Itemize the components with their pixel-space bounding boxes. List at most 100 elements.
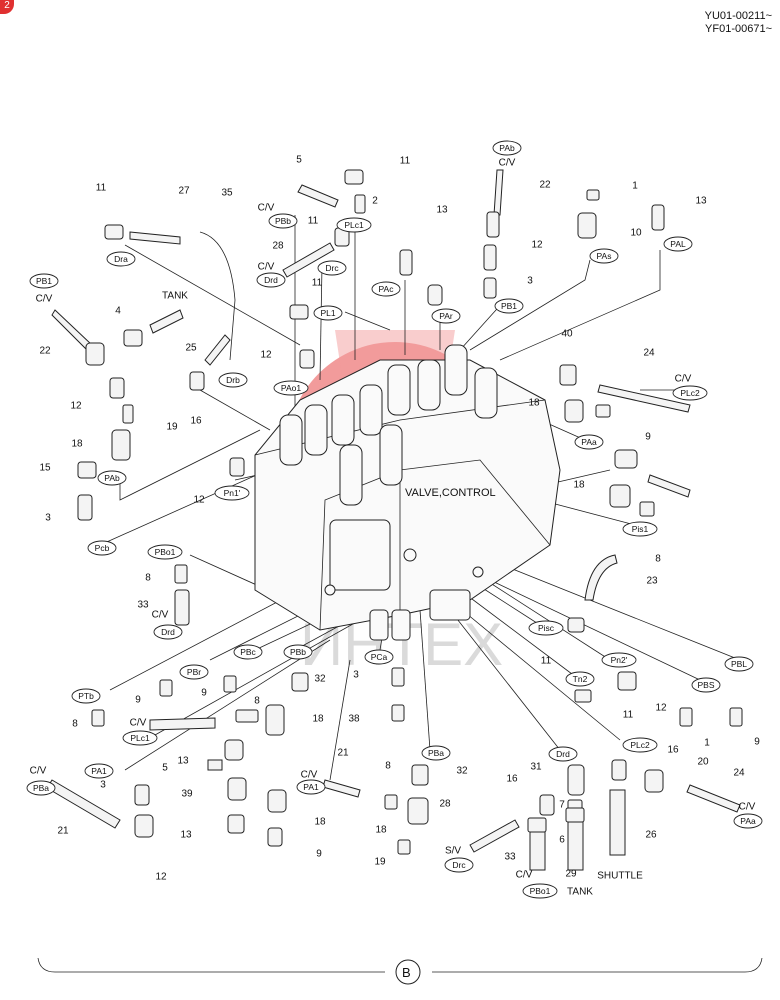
part-number-label: 3	[100, 780, 106, 791]
port-tag-outline	[97, 470, 127, 486]
port-tag-outline	[147, 544, 183, 560]
part-number-label: 32	[456, 766, 468, 777]
part-number-label: 24	[733, 768, 745, 779]
port-tag-outline	[26, 780, 56, 796]
part-number-label: 40	[561, 329, 573, 340]
part-number-label: 11	[541, 656, 552, 667]
part-number-label: 8	[145, 573, 151, 584]
part-number-label: 18	[312, 714, 324, 725]
part-number-label: 9	[316, 849, 322, 860]
part-number-label: 24	[643, 348, 655, 359]
port-tag-label: PLc2	[630, 740, 650, 750]
port-tag-outline	[87, 540, 117, 556]
part-number-label: 18	[375, 825, 387, 836]
part-number-label: 11	[400, 156, 411, 167]
port-tag-label: PBa	[428, 748, 444, 758]
port-tag-outline	[29, 273, 59, 289]
part-number-label: 13	[695, 196, 707, 207]
port-tag-label: PAo1	[281, 383, 301, 393]
part-number-label: 31	[530, 762, 542, 773]
port-tag-outline	[371, 281, 401, 297]
port-tag-outline	[421, 745, 451, 761]
valve-control-label: VALVE,CONTROL	[405, 487, 496, 499]
part-number-label: 20	[697, 757, 709, 768]
header-code-2: YF01-00671~	[705, 23, 772, 35]
port-tag-label: Drc	[452, 860, 466, 870]
page-marker-text: 2	[4, 0, 10, 11]
hoses-and-fittings	[46, 169, 741, 871]
port-tag-outline	[218, 372, 248, 388]
part-number-label: 13	[436, 205, 448, 216]
part-number-label: 3	[353, 670, 359, 681]
part-number-label: 5	[162, 763, 168, 774]
port-tag-outline	[273, 380, 309, 396]
part-number-label: C/V	[36, 294, 53, 305]
part-number-label: 10	[630, 228, 642, 239]
part-number-label: 9	[754, 737, 760, 748]
port-tag-label: PBb	[275, 216, 291, 226]
part-number-label: 11	[312, 278, 323, 289]
port-tag-outline	[214, 485, 250, 501]
part-number-label: C/V	[258, 203, 275, 214]
part-number-label: 19	[374, 857, 386, 868]
part-number-label: 18	[71, 439, 83, 450]
port-tag-outline	[492, 140, 522, 156]
part-number-label: 28	[272, 241, 284, 252]
part-number-label: C/V	[301, 770, 318, 781]
part-number-label: 11	[308, 216, 319, 227]
port-tag-outline	[622, 521, 658, 537]
part-number-label: 16	[667, 745, 679, 756]
port-tag-label: Pn1'	[224, 488, 241, 498]
port-tag-label: Pis1	[632, 524, 649, 534]
part-number-label: 27	[178, 186, 190, 197]
port-tag-label: PBr	[187, 667, 201, 677]
port-tag-label: PAL	[670, 239, 686, 249]
port-tag-outline	[153, 624, 183, 640]
port-tag-label: Drd	[556, 749, 570, 759]
port-tag-outline	[256, 272, 286, 288]
port-tag-label: Pn2'	[611, 655, 628, 665]
port-tag-outline	[691, 677, 721, 693]
port-tag-label: PAb	[499, 143, 515, 153]
part-number-label: 13	[180, 830, 192, 841]
port-tag-outline	[179, 664, 209, 680]
part-number-label: 8	[385, 761, 391, 772]
part-number-label: 15	[39, 463, 51, 474]
port-tag-label: PAr	[439, 311, 453, 321]
port-tag-outline	[283, 644, 313, 660]
port-tag-label: Drd	[264, 275, 278, 285]
part-number-label: 6	[559, 835, 565, 846]
part-number-label: C/V	[516, 870, 533, 881]
part-number-label: 38	[348, 714, 360, 725]
part-number-label: 11	[623, 710, 634, 721]
part-number-label: 16	[506, 774, 518, 785]
port-tag-label: Drc	[325, 263, 339, 273]
part-number-label: 3	[527, 276, 533, 287]
part-number-label: 22	[39, 346, 51, 357]
port-tag-label: PB1	[36, 276, 52, 286]
part-number-label: 2	[372, 196, 378, 207]
port-tag-label: PLc1	[344, 220, 364, 230]
port-tag-label: PAs	[597, 251, 612, 261]
part-number-label: 9	[201, 688, 207, 699]
port-tag-outline	[122, 730, 158, 746]
part-number-label: 9	[645, 432, 651, 443]
part-number-label: 12	[655, 703, 667, 714]
part-number-label: 3	[45, 513, 51, 524]
port-tag-outline	[296, 779, 326, 795]
part-number-label: 28	[439, 799, 451, 810]
footer-section-label: B	[402, 965, 411, 980]
part-number-label: 16	[190, 416, 202, 427]
port-tag-label: PAb	[104, 473, 120, 483]
port-tag-outline	[672, 385, 708, 401]
port-tag-outline	[233, 644, 263, 660]
part-number-label: 23	[646, 576, 658, 587]
port-tag-outline	[317, 260, 347, 276]
port-tag-label: Dra	[114, 254, 128, 264]
part-number-label: 21	[57, 826, 69, 837]
pilot-lines	[99, 215, 741, 781]
part-number-label: 8	[72, 719, 78, 730]
port-tag-label: Pcb	[95, 543, 110, 553]
port-tag-label: PLc2	[680, 388, 700, 398]
